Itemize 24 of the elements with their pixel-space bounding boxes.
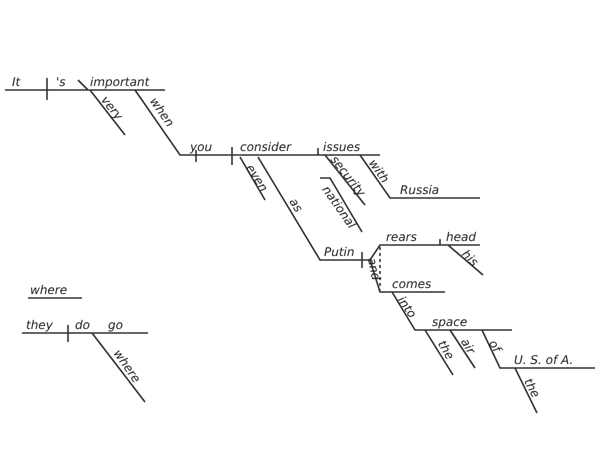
word: and <box>364 256 384 282</box>
word: U. S. of A. <box>514 353 574 367</box>
word: Putin <box>324 245 354 259</box>
word: Russia <box>400 183 440 197</box>
word: consider <box>240 140 292 154</box>
word: head <box>446 230 476 244</box>
word: go <box>108 318 123 332</box>
word: of <box>486 337 504 355</box>
word: the <box>435 338 457 362</box>
word: the <box>521 376 543 400</box>
word: you <box>190 140 212 154</box>
word: where <box>30 283 68 297</box>
word: do <box>75 318 90 332</box>
word: they <box>26 318 53 332</box>
word: rears <box>386 230 417 244</box>
word: comes <box>392 277 432 291</box>
word: issues <box>323 140 360 154</box>
word: his <box>458 246 482 270</box>
word: space <box>432 315 468 329</box>
word: It <box>12 75 20 89</box>
word: 's <box>56 75 66 89</box>
word: as <box>286 196 306 214</box>
word: important <box>90 75 150 89</box>
word: air <box>458 336 478 356</box>
